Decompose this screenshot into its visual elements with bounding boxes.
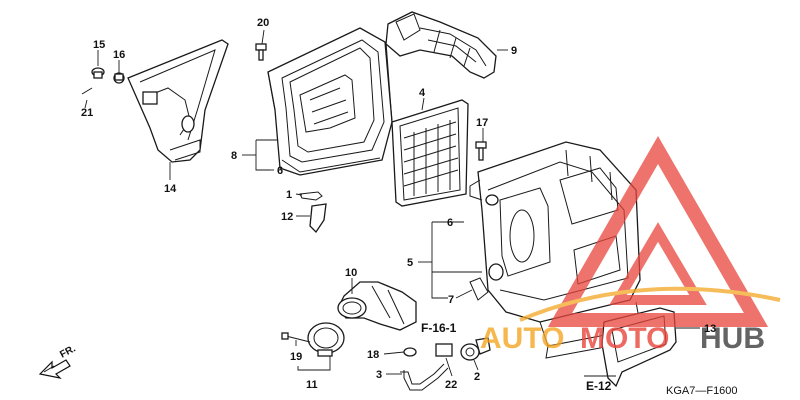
- diagram-code: KGA7—F1600: [666, 385, 738, 397]
- watermark-text-moto: MOTO: [580, 322, 669, 355]
- callout-21: 21: [81, 107, 93, 119]
- screw-part-19: [281, 332, 311, 343]
- reference-f16-1: F-16-1: [421, 321, 457, 335]
- watermark-logo: [519, 135, 781, 327]
- callout-3: 3: [376, 369, 382, 381]
- screw-part-15: [91, 67, 105, 79]
- air-filter-element-part: [391, 99, 469, 207]
- callout-11: 11: [306, 379, 318, 391]
- callout-14: 14: [164, 183, 177, 195]
- callout-16: 16: [113, 49, 125, 61]
- air-cleaner-cover-part: [267, 27, 393, 176]
- intake-duct-part: [385, 11, 497, 79]
- callout-9: 9: [511, 45, 517, 57]
- callout-6-lower: 6: [447, 217, 453, 229]
- callout-18: 18: [367, 349, 379, 361]
- pin-part-21: [81, 87, 93, 95]
- callout-5: 5: [407, 257, 413, 269]
- watermark-text-hub: HUB: [700, 322, 765, 355]
- bolt-part-20: [255, 43, 267, 61]
- callout-2: 2: [474, 371, 480, 383]
- callout-1: 1: [286, 189, 292, 201]
- callout-8: 8: [231, 150, 237, 162]
- drain-tube-part: [400, 337, 491, 391]
- bolt-part-17: [475, 141, 487, 161]
- clip-part-1: [299, 191, 323, 201]
- front-direction-label: FR.: [58, 343, 78, 360]
- callout-20: 20: [257, 17, 269, 29]
- callout-17: 17: [476, 117, 488, 129]
- leader-lines: [84, 29, 700, 377]
- callout-19: 19: [290, 351, 302, 363]
- callout-4: 4: [419, 87, 426, 99]
- callout-7: 7: [448, 294, 454, 306]
- air-cleaner-case-part: [469, 141, 641, 359]
- watermark-text-auto: AUTO: [480, 322, 564, 355]
- front-direction-arrow-icon: [38, 359, 71, 379]
- callout-10: 10: [345, 267, 357, 279]
- callout-15: 15: [93, 39, 105, 51]
- callout-22: 22: [445, 379, 457, 391]
- seal-part-7: [469, 277, 489, 301]
- clamp-band-part: [307, 322, 345, 357]
- plug-part-12: [309, 203, 327, 234]
- grommet-part-16: [113, 72, 125, 84]
- connecting-tube-part: [337, 281, 417, 331]
- side-cover-part: [127, 39, 229, 163]
- callout-13: 13: [704, 323, 716, 335]
- callout-6-upper: 6: [277, 165, 283, 177]
- reference-e12: E-12: [586, 379, 612, 393]
- callout-12: 12: [281, 211, 293, 223]
